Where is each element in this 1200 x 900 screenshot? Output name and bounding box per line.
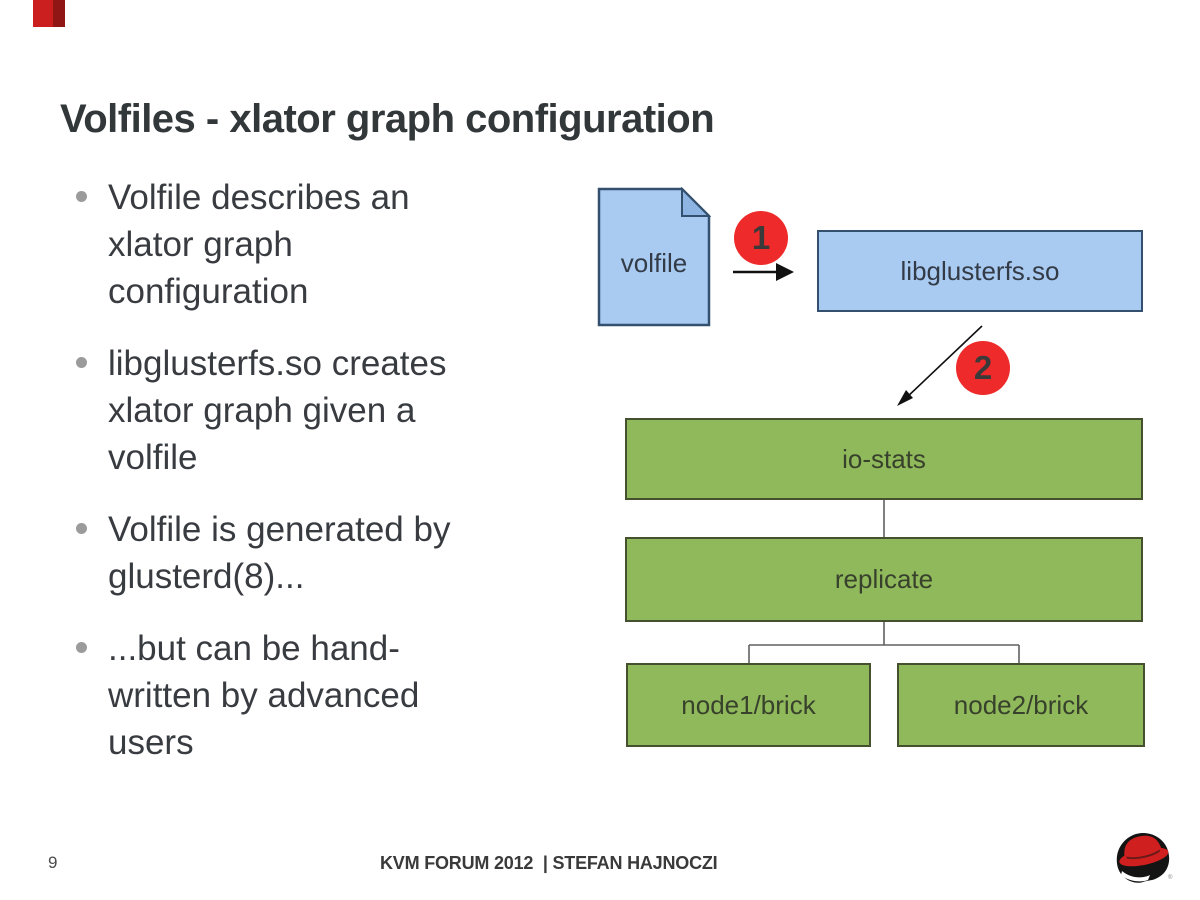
bullet-dot-icon: [76, 642, 87, 653]
bullet-text: Volfile describes an xlator graph config…: [108, 178, 410, 311]
node1-brick-node: node1/brick: [626, 663, 871, 747]
volfile-document-icon: [597, 187, 711, 327]
bullet-list: Volfile describes an xlator graph config…: [76, 174, 576, 791]
redhat-flag-icon: [33, 0, 65, 27]
node2-brick-node: node2/brick: [897, 663, 1145, 747]
page-title: Volfiles - xlator graph configuration: [60, 96, 715, 141]
bullet-dot-icon: [76, 191, 87, 202]
bullet-item: libglusterfs.so creates xlator graph giv…: [76, 340, 576, 481]
iostats-node: io-stats: [625, 418, 1143, 500]
bullet-text: Volfile is generated by glusterd(8)...: [108, 510, 451, 596]
bullet-dot-icon: [76, 523, 87, 534]
bullet-text: ...but can be hand- written by advanced …: [108, 629, 420, 762]
bullet-text: libglusterfs.so creates xlator graph giv…: [108, 344, 447, 477]
bullet-item: Volfile describes an xlator graph config…: [76, 174, 576, 315]
footer-credit: KVM FORUM 2012 | STEFAN HAJNOCZI: [380, 853, 718, 873]
bullet-item: Volfile is generated by glusterd(8)...: [76, 506, 576, 600]
redhat-logo-icon: ®: [1116, 833, 1173, 883]
step2-badge: 2: [956, 341, 1010, 395]
bullet-dot-icon: [76, 357, 87, 368]
replicate-node: replicate: [625, 537, 1143, 622]
svg-text:®: ®: [1168, 874, 1173, 881]
step2-arrow: [897, 325, 983, 406]
page-number: 9: [48, 853, 58, 872]
tree-connectors: [748, 500, 1020, 663]
step1-badge: 1: [734, 211, 788, 265]
step1-arrow: [733, 263, 794, 281]
libglusterfs-node: libglusterfs.so: [817, 230, 1143, 312]
bullet-item: ...but can be hand- written by advanced …: [76, 625, 576, 766]
volfile-node: volfile: [620, 247, 688, 278]
